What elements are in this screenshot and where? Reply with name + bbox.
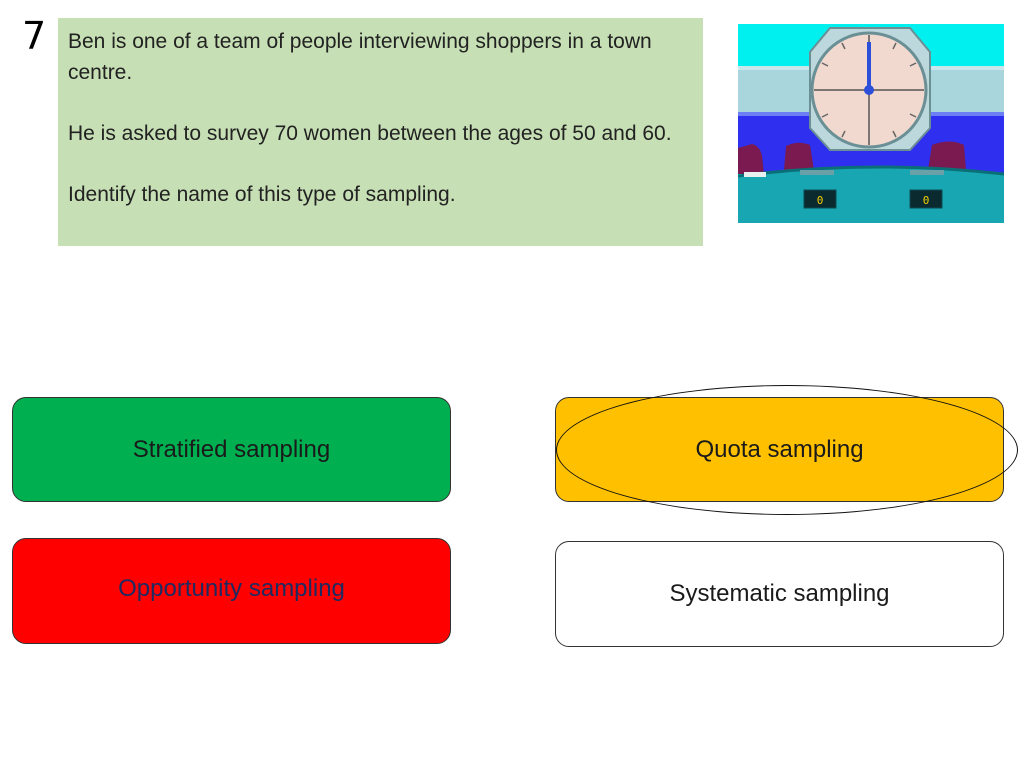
answer-quota-sampling[interactable]: Quota sampling xyxy=(555,397,1004,502)
answer-label: Opportunity sampling xyxy=(118,575,345,602)
clock-icon xyxy=(810,31,928,149)
question-number: 7 xyxy=(22,14,47,58)
question-text-box: Ben is one of a team of people interview… xyxy=(58,18,703,246)
quiz-game-panel: 0 0 xyxy=(738,24,1004,223)
question-paragraph-context: Ben is one of a team of people interview… xyxy=(68,30,652,84)
answer-label: Quota sampling xyxy=(695,435,864,463)
answer-opportunity-sampling[interactable]: Opportunity sampling xyxy=(12,538,451,644)
answer-systematic-sampling[interactable]: Systematic sampling xyxy=(555,541,1004,647)
answer-label: Stratified sampling xyxy=(132,435,331,463)
score-left: 0 xyxy=(817,194,824,207)
answer-label: Systematic sampling xyxy=(669,580,890,607)
question-paragraph-prompt: Identify the name of this type of sampli… xyxy=(68,183,456,206)
answer-stratified-sampling[interactable]: Stratified sampling xyxy=(12,397,451,502)
question-paragraph-task: He is asked to survey 70 women between t… xyxy=(68,122,672,145)
score-right: 0 xyxy=(923,194,930,207)
